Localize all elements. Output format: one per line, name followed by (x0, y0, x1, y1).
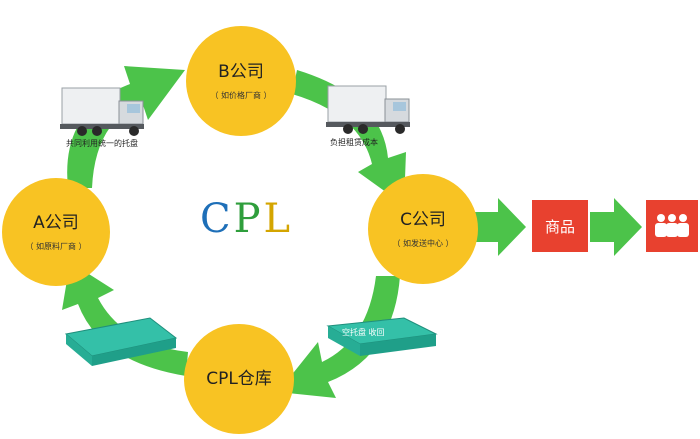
logo-letter-p: P (233, 196, 264, 242)
arrow-a-to-b (67, 66, 185, 188)
caption-rent-cost: 负担租赁成本 (330, 138, 378, 147)
caption-empty-return: 空托盘 收回 (342, 328, 385, 337)
node-a-title: A公司 (33, 212, 79, 233)
people-icon (655, 214, 689, 237)
truck-icon-right (326, 85, 410, 134)
cpl-logo: CPL (200, 196, 293, 242)
goods-box: 商品 (532, 200, 588, 252)
node-b-subtitle: （ 如价格厂商 ） (210, 90, 272, 100)
caption-shared-pallet: 共同利用统一的托盘 (66, 139, 138, 148)
node-b-title: B公司 (218, 61, 264, 82)
consumers-box (646, 200, 698, 252)
node-b-company: B公司 （ 如价格厂商 ） (186, 26, 296, 136)
pallet-icon-left (64, 317, 178, 366)
node-cpl-warehouse: CPL仓库 (184, 324, 294, 434)
node-c-subtitle: （ 如发送中心 ） (392, 238, 454, 248)
logo-letter-c: C (200, 196, 234, 242)
goods-label: 商品 (544, 217, 575, 236)
arrow-c-to-cpl (278, 276, 400, 398)
arrow-c-to-goods (474, 198, 526, 256)
arrow-b-to-c (292, 70, 406, 205)
pallet-icon-right (326, 317, 438, 356)
truck-icon-left (60, 87, 144, 136)
node-c-company: C公司 （ 如发送中心 ） (368, 174, 478, 284)
node-c-title: C公司 (400, 209, 446, 230)
node-a-company: A公司 （ 如原料厂商 ） (2, 178, 110, 286)
node-a-subtitle: （ 如原料厂商 ） (25, 241, 87, 251)
arrow-goods-to-consumers (590, 198, 642, 256)
logo-letter-l: L (263, 196, 294, 242)
node-cpl-title: CPL仓库 (206, 369, 272, 389)
